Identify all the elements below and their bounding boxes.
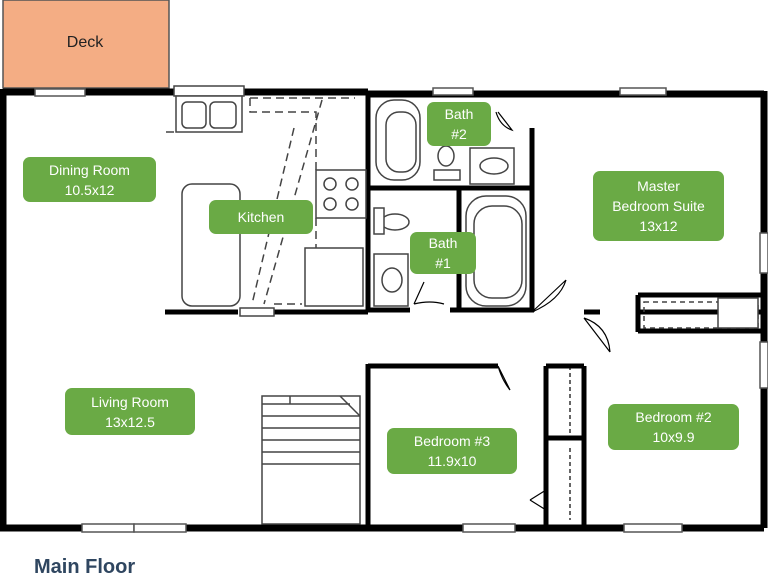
bedroom-3-name: Bedroom #3 (413, 433, 491, 449)
floor-title: Main Floor (34, 556, 136, 578)
bedroom-3-label: Bedroom #3 11.9x10 (387, 428, 517, 474)
bath-2-number: #2 (451, 126, 467, 142)
master-bedroom-size: 13x12 (639, 218, 678, 234)
master-bedroom-name-line2: Bedroom Suite (612, 198, 705, 214)
master-bedroom-name: Master (637, 178, 680, 194)
bath-1-number: #1 (435, 255, 451, 271)
bedroom-2-label: Bedroom #2 10x9.9 (608, 404, 739, 450)
bedroom-2-name: Bedroom #2 (635, 409, 712, 425)
dining-room-label: Dining Room 10.5x12 (23, 157, 156, 202)
bath-fixtures (373, 99, 527, 307)
kitchen-fixtures (173, 85, 367, 317)
deck-area (2, 0, 170, 89)
living-room-label: Living Room 13x12.5 (65, 388, 195, 435)
doors (291, 111, 611, 529)
dining-room-size: 10.5x12 (64, 181, 115, 198)
dining-room-name: Dining Room (49, 161, 130, 178)
closet-window (717, 297, 759, 329)
master-bedroom-label: Master Bedroom Suite 13x12 (593, 171, 724, 241)
bedroom-2-size: 10x9.9 (652, 429, 695, 445)
bedroom-3-size: 11.9x10 (427, 453, 477, 469)
bath-2-label: Bath #2 (427, 102, 491, 146)
kitchen-name: Kitchen (237, 209, 285, 225)
bath-2-name: Bath (444, 106, 474, 122)
windows (34, 87, 768, 533)
living-room-name: Living Room (91, 393, 169, 410)
kitchen-label: Kitchen (209, 200, 313, 234)
bath-1-name: Bath (428, 235, 458, 251)
deck-label: Deck (66, 34, 104, 51)
living-room-size: 13x12.5 (105, 413, 155, 430)
stairs (261, 395, 361, 525)
bath-1-label: Bath #1 (410, 232, 476, 274)
